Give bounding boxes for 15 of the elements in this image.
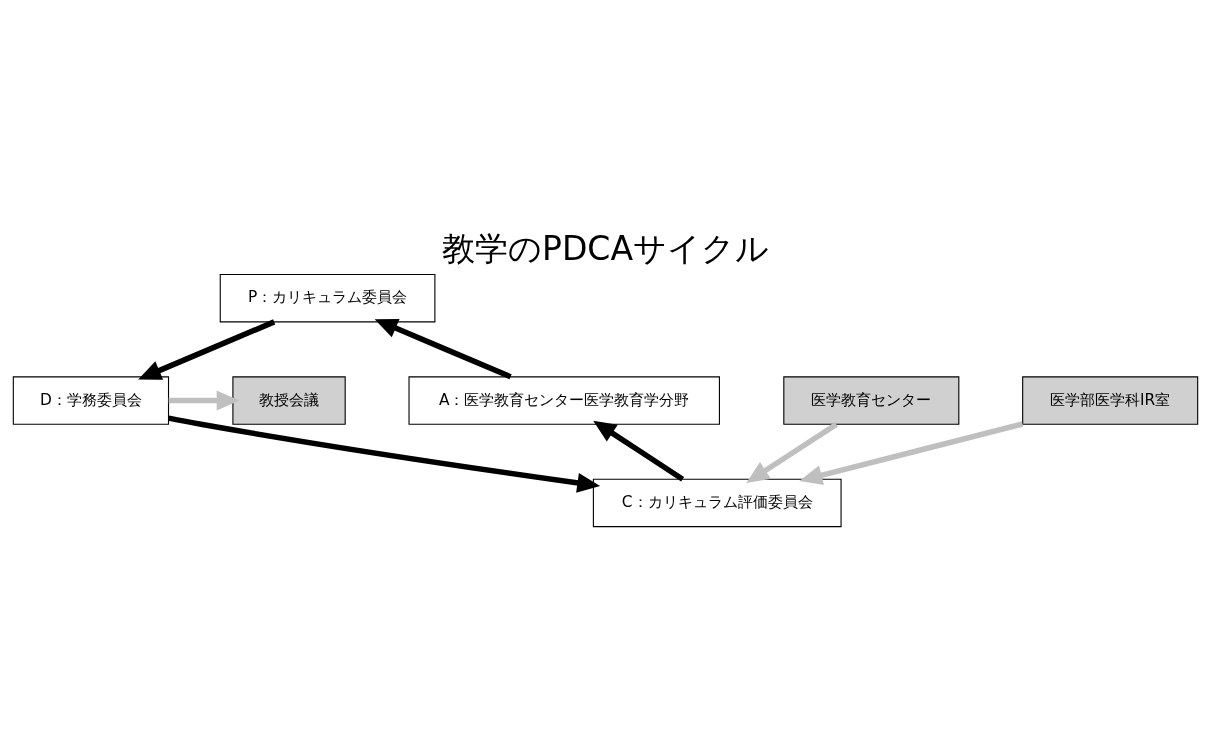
arrow xyxy=(168,415,601,493)
arrow xyxy=(746,422,838,483)
arrow xyxy=(593,420,685,482)
arrow xyxy=(799,421,1024,485)
node-box: P：カリキュラム委員会 xyxy=(219,273,436,323)
node-box: 医学教育センター xyxy=(783,376,960,425)
arrow xyxy=(168,390,240,411)
arrow xyxy=(374,318,512,380)
node-box: A：医学教育センター医学教育学分野 xyxy=(408,376,720,425)
arrow xyxy=(138,319,276,380)
node-box: 医学部医学科IR室 xyxy=(1022,376,1199,425)
node-box: 教授会議 xyxy=(232,376,346,425)
node-box: C：カリキュラム評価委員会 xyxy=(592,478,842,528)
diagram-title: 教学のPDCAサイクル xyxy=(442,229,769,269)
node-box: D：学務委員会 xyxy=(12,376,170,425)
